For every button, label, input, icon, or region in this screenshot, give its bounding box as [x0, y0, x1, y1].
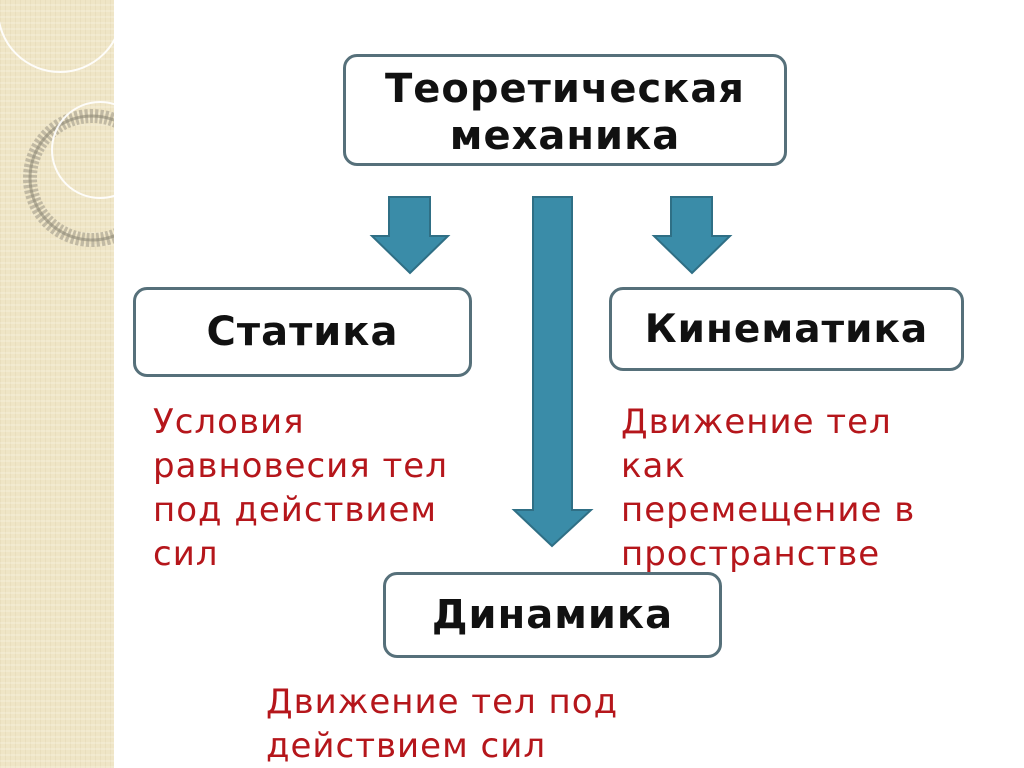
statics-description-line: под действием — [153, 490, 438, 530]
dynamics-description-line: Движение тел под — [266, 682, 619, 722]
node-dynamics-title: Динамика — [431, 592, 674, 638]
statics-description-line: Условия — [153, 402, 305, 442]
kinematics-description-line: как — [621, 446, 686, 486]
arrow-to-kinematics — [651, 196, 733, 275]
kinematics-description-line: Движение тел — [621, 402, 892, 442]
arrow-to-dynamics — [511, 196, 594, 548]
dynamics-description: Движение тел под действием сил — [266, 680, 618, 768]
kinematics-description: Движение тел как перемещение в пространс… — [621, 400, 915, 576]
statics-description-line: сил — [153, 534, 219, 574]
statics-description-line: равновесия тел — [153, 446, 448, 486]
node-statics: Статика — [133, 287, 472, 377]
node-dynamics: Динамика — [383, 572, 722, 658]
arrow-to-statics — [369, 196, 451, 275]
root-node-line-1: Теоретическая — [385, 66, 745, 112]
kinematics-description-line: пространстве — [621, 534, 881, 574]
node-statics-title: Статика — [206, 309, 399, 355]
root-node-line-2: механика — [449, 113, 681, 159]
node-kinematics-title: Кинематика — [644, 306, 929, 352]
statics-description: Условия равновесия тел под действием сил — [153, 400, 448, 576]
kinematics-description-line: перемещение в — [621, 490, 916, 530]
root-node-theoretical-mechanics: Теоретическая механика — [343, 54, 787, 166]
dynamics-description-line: действием сил — [266, 726, 547, 766]
decorative-rings — [0, 20, 114, 247]
node-kinematics: Кинематика — [609, 287, 964, 371]
